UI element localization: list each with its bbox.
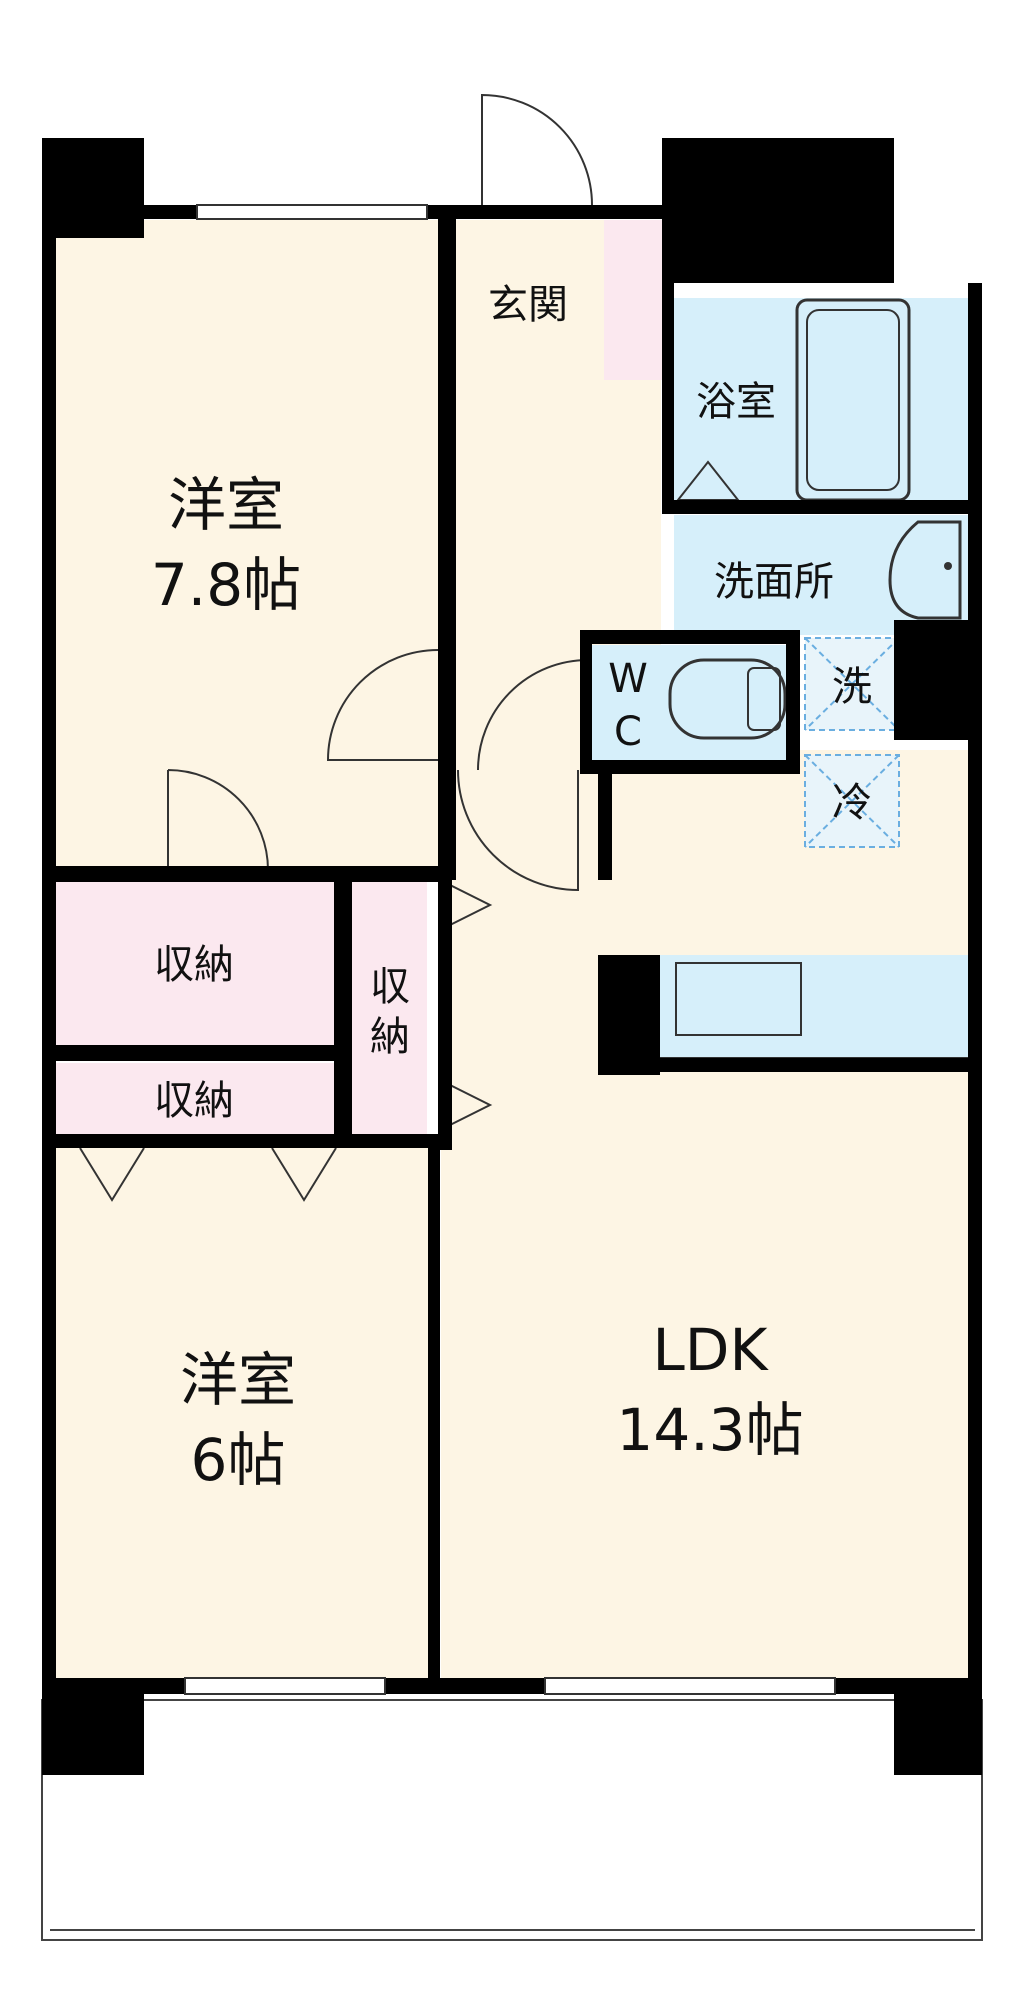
ldk-name: LDK — [652, 1316, 769, 1384]
storage-upper-label: 収納 — [154, 942, 234, 988]
ldk-door[interactable] — [457, 769, 579, 892]
washer-label: 洗 — [832, 664, 872, 710]
storage-vertical-door-bottom — [439, 1079, 493, 1131]
room2-name: 洋室 — [180, 1346, 296, 1414]
fridge-label: 冷 — [832, 780, 872, 826]
western-room-2-floor — [54, 1148, 428, 1678]
room1-door[interactable] — [326, 649, 439, 761]
closet-folding-door — [79, 1147, 145, 1202]
toilet-label-c: C — [614, 709, 642, 755]
entrance-door[interactable] — [481, 93, 593, 206]
hall-door[interactable] — [477, 659, 589, 771]
washbasin — [888, 520, 962, 620]
room2-size: 6帖 — [191, 1426, 286, 1494]
windows — [184, 204, 836, 1695]
storage-vertical-floor — [352, 880, 427, 1135]
washroom-floor — [674, 515, 969, 635]
closet-door-room1[interactable] — [167, 769, 270, 871]
sink — [675, 962, 802, 1036]
storage-upper-floor — [54, 880, 334, 1045]
walls — [42, 138, 982, 1775]
ldk-size: 14.3帖 — [616, 1396, 803, 1464]
storage-vertical-door-top — [439, 879, 493, 931]
storage-lower-floor — [54, 1063, 334, 1135]
storage-vertical-label-2: 納 — [370, 1014, 410, 1060]
entrance-shoebox — [604, 220, 662, 380]
bathroom-floor — [674, 298, 969, 505]
storage-vertical-label-1: 収 — [370, 964, 410, 1010]
bathroom-label: 浴室 — [696, 379, 776, 425]
western-room-1-floor — [54, 220, 438, 870]
balcony — [41, 1699, 983, 1941]
kitchen-counter — [660, 955, 968, 1058]
storage-lower-label: 収納 — [154, 1078, 234, 1124]
entrance-label: 玄関 — [488, 282, 568, 328]
washroom-label: 洗面所 — [714, 559, 834, 605]
ldk-floor — [441, 750, 969, 1680]
toilet-bowl — [668, 658, 787, 740]
toilet-label-w: W — [608, 656, 648, 702]
room1-size: 7.8帖 — [151, 551, 301, 619]
room1-name: 洋室 — [168, 471, 284, 539]
